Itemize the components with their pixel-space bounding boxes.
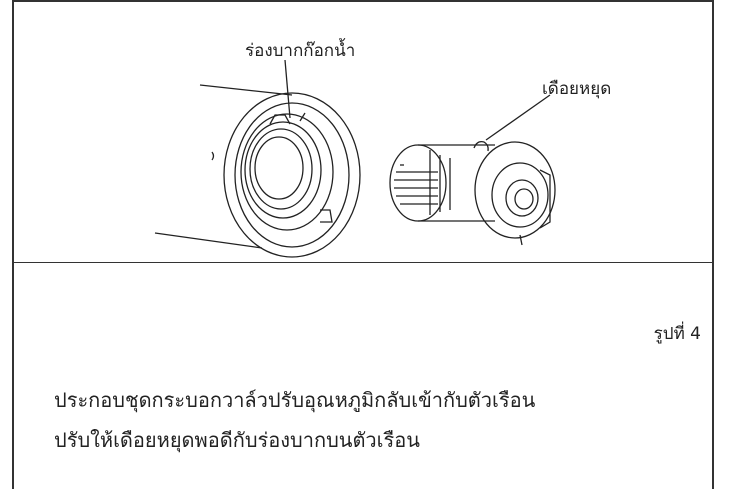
panel-frame xyxy=(12,0,714,489)
section-divider xyxy=(12,262,714,263)
stop-pin xyxy=(473,140,489,152)
instruction-line-1: ประกอบชุดกระบอกวาล์วปรับอุณหภูมิกลับเข้า… xyxy=(54,388,536,412)
housing-rim xyxy=(223,92,361,258)
stop-pin-callout-label: เดือยหยุด xyxy=(542,79,612,99)
housing-outline xyxy=(199,84,293,96)
instructions: ประกอบชุดกระบอกวาล์วปรับอุณหภูมิกลับเข้า… xyxy=(54,380,535,460)
instruction-line-2: ปรับให้เดือยหยุดพอดีกับร่องบากบนตัวเรือน xyxy=(54,428,420,452)
seat-callout-label: ร่องบากก๊อกน้ำ xyxy=(245,41,356,61)
figure-label: รูปที่ 4 xyxy=(653,324,701,344)
cartridge xyxy=(389,94,556,246)
housing-notch xyxy=(269,114,291,125)
seat-leader xyxy=(284,59,291,119)
stop-leader xyxy=(485,94,551,141)
